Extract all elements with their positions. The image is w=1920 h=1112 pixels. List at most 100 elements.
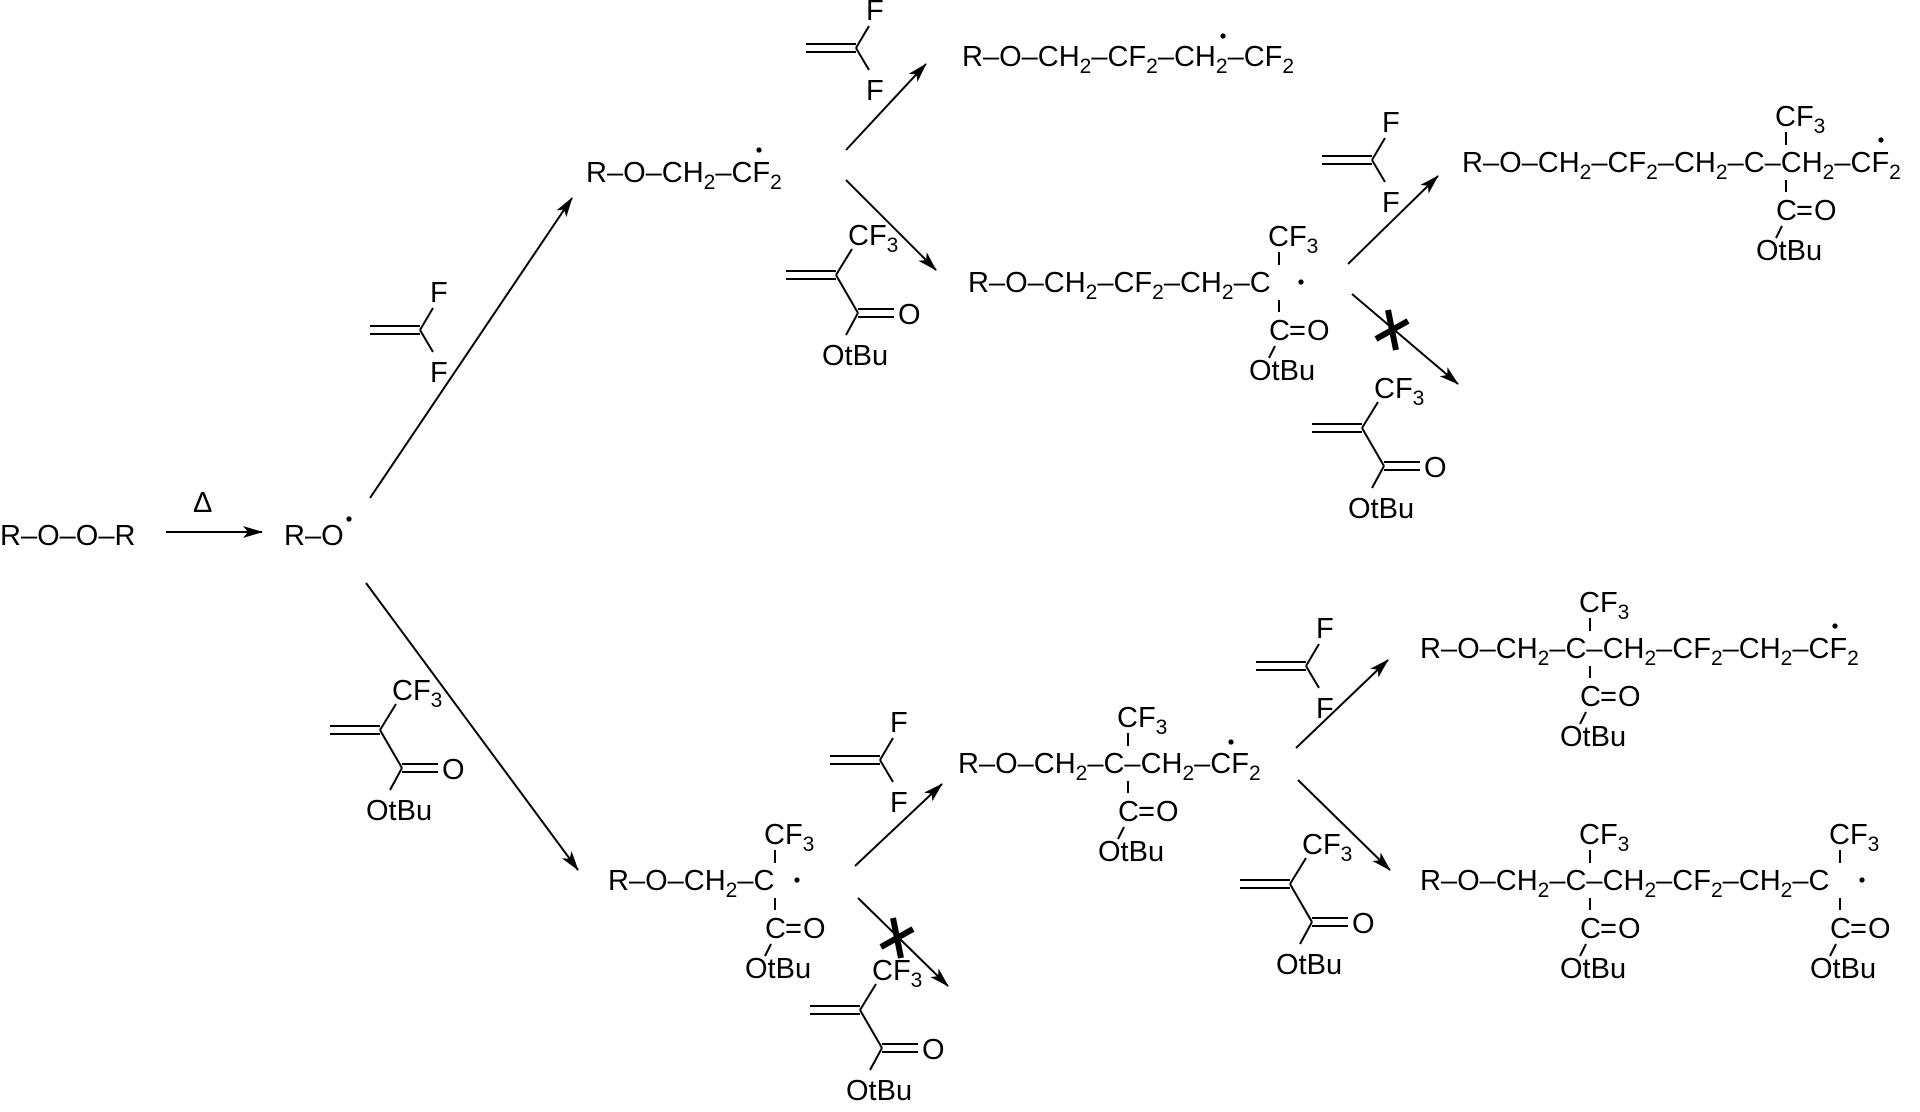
bond <box>1579 711 1587 725</box>
bond <box>1268 345 1276 359</box>
fluorine-label: F <box>866 0 884 27</box>
s6-formula: R–O–CH2–C–CH2–CF2 <box>958 748 1261 785</box>
bond <box>1305 643 1320 667</box>
double-bond-sign: = <box>1600 913 1617 945</box>
oxygen-label: O <box>898 299 921 331</box>
otbu-label: OtBu <box>366 795 432 827</box>
bond <box>764 943 772 957</box>
bond <box>1371 137 1386 161</box>
cf3-label: CF3 <box>1579 819 1629 856</box>
bond <box>1371 159 1386 183</box>
s6-to-s7: FF <box>1256 613 1389 749</box>
arrow-to-s5 <box>365 582 579 871</box>
carbonyl-carbon-label: C <box>1269 315 1290 347</box>
initiator-peroxide: R–O–O–R <box>0 520 135 552</box>
cf3-label: CF3 <box>1829 819 1879 856</box>
cf3-label: CF3 <box>764 819 814 856</box>
bond <box>419 307 434 331</box>
bond <box>1775 225 1783 239</box>
fluorine-label: F <box>430 277 448 309</box>
arrow-to-s1 <box>369 197 573 499</box>
arrow-to-s2 <box>845 63 927 151</box>
heat-symbol: Δ <box>193 487 212 519</box>
double-bond-sign: = <box>1289 315 1306 347</box>
radical-dot <box>1878 137 1884 143</box>
bond <box>379 703 397 731</box>
fluorine-label: F <box>866 75 884 107</box>
s1-to-s2: FF <box>806 0 927 151</box>
radical-dot <box>756 147 762 153</box>
otbu-label: OtBu <box>1810 953 1876 985</box>
otbu-label: OtBu <box>1276 949 1342 981</box>
s7-formula: R–O–CH2–C–CH2–CF2–CH2–CF2 <box>1420 633 1859 670</box>
fluorine-label: F <box>1316 693 1334 725</box>
double-bond-sign: = <box>1796 195 1813 227</box>
bond <box>1117 826 1125 840</box>
bond <box>1361 427 1385 467</box>
double-bond-sign: = <box>1600 681 1617 713</box>
cf3-label: CF3 <box>1374 373 1424 410</box>
s5-to-s6: FF <box>830 707 943 867</box>
carbonyl-carbon-label: C <box>1118 796 1139 828</box>
blocked-cross-mark <box>1385 309 1399 351</box>
otbu-label: OtBu <box>1560 953 1626 985</box>
double-bond-sign: = <box>1850 913 1867 945</box>
fluorine-label: F <box>1382 187 1400 219</box>
double-bond-sign: = <box>785 913 802 945</box>
arrow-to-s3 <box>845 179 937 271</box>
oxygen-label: O <box>1156 796 1179 828</box>
otbu-label: OtBu <box>1756 235 1822 267</box>
oxygen-label: O <box>922 1034 945 1066</box>
bond <box>835 248 853 276</box>
cf3-label: CF3 <box>872 955 922 992</box>
fluorine-label: F <box>890 787 908 819</box>
peroxide-formula: R–O–O–R <box>0 520 135 552</box>
species-s1: R–O–CH2–CF2 <box>586 147 782 194</box>
cf3-label: CF3 <box>1302 829 1352 866</box>
s5-formula: R–O–CH2–C <box>608 865 774 902</box>
bond <box>389 767 403 791</box>
bond <box>1579 943 1587 957</box>
double-bond-sign: = <box>1138 796 1155 828</box>
bond <box>859 1009 883 1049</box>
bond <box>879 737 894 761</box>
otbu-label: OtBu <box>1249 355 1315 387</box>
radical-dot <box>1228 739 1234 745</box>
fluorine-label: F <box>430 357 448 389</box>
otbu-label: OtBu <box>846 1075 912 1107</box>
cf3-label: CF3 <box>1579 587 1629 624</box>
bond <box>855 47 870 71</box>
bond <box>1305 665 1320 689</box>
arrow-to-s6 <box>854 783 943 867</box>
bond <box>1361 401 1379 429</box>
s3-to-s4: FF <box>1322 107 1439 265</box>
fluorine-label: F <box>890 707 908 739</box>
bond <box>869 1047 883 1071</box>
arrow-to-s8 <box>1297 779 1391 871</box>
oxygen-label: O <box>1352 908 1375 940</box>
radical-dot <box>1859 877 1865 883</box>
fluorine-label: F <box>1382 107 1400 139</box>
otbu-label: OtBu <box>1348 493 1414 525</box>
oxygen-label: O <box>803 913 826 945</box>
cf3-label: CF3 <box>392 675 442 712</box>
bond <box>855 25 870 49</box>
s1-formula: R–O–CH2–CF2 <box>586 157 782 194</box>
oxygen-label: O <box>1618 681 1641 713</box>
initiation-arrow-group: Δ <box>166 487 263 538</box>
cf3-label: CF3 <box>848 220 898 257</box>
bond <box>1299 921 1313 945</box>
bond <box>835 274 859 314</box>
bond <box>879 759 894 783</box>
radical-dot <box>1832 623 1838 629</box>
carbonyl-carbon-label: C <box>1830 913 1851 945</box>
bond <box>859 983 877 1011</box>
